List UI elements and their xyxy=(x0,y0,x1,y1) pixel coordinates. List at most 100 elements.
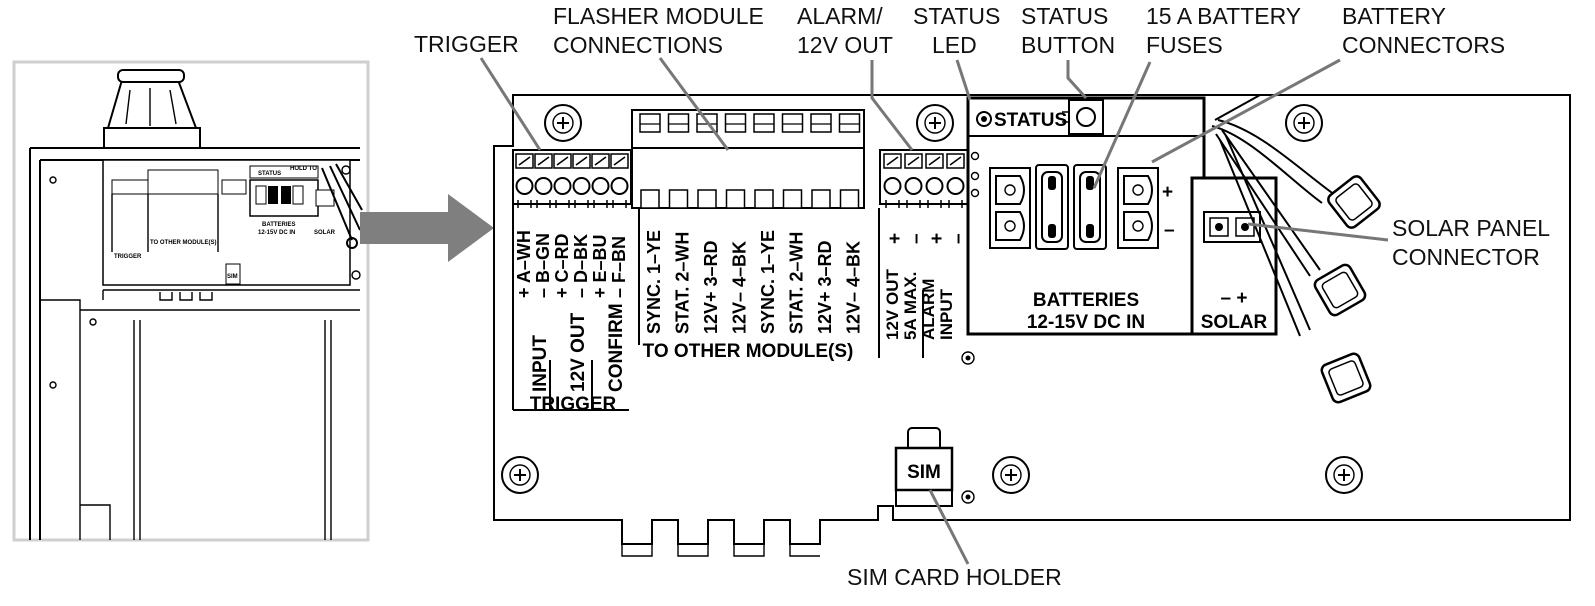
module-terminal-label: 12V– 4–BK xyxy=(844,241,864,334)
trigger-terminal-label: – F–BN xyxy=(609,236,629,298)
alarm-terminal-screw xyxy=(946,153,965,208)
inset-trigger-text: TRIGGER xyxy=(114,254,142,260)
mounting-screw-icon xyxy=(1285,104,1323,142)
alarm-group-label: ALARM xyxy=(919,279,938,340)
trigger-terminal-label: + A–WH xyxy=(514,230,534,298)
sim-label: SIM xyxy=(907,462,941,483)
callout-labels: TRIGGER FLASHER MODULE CONNECTIONS ALARM… xyxy=(414,3,1550,590)
battery-plus-sign: + xyxy=(1162,182,1173,203)
module-terminal-pin xyxy=(667,113,690,209)
module-terminal-label: 12V– 4–BK xyxy=(730,241,750,334)
mounting-screw-icon xyxy=(544,104,582,142)
alarm-terminal-block xyxy=(879,149,969,208)
module-terminal-pin xyxy=(724,113,747,209)
trigger-terminal-label: + C–RD xyxy=(552,233,572,298)
module-terminal-label: SYNC. 1–YE xyxy=(644,230,664,334)
callout-trigger: TRIGGER xyxy=(414,31,519,57)
inset-hold-text: HOLD TO xyxy=(290,166,317,172)
fuse-holder-right xyxy=(1073,164,1107,250)
inset-sim-text: SIM xyxy=(227,274,238,280)
callout-alarm-line1: ALARM/ xyxy=(797,3,883,29)
batteries-label: BATTERIES xyxy=(1033,290,1139,311)
status-button[interactable] xyxy=(1062,99,1104,135)
modules-footer-label: TO OTHER MODULE(S) xyxy=(643,341,854,362)
trigger-terminal-screw xyxy=(610,153,629,208)
alarm-group-label: 12V OUT xyxy=(883,269,902,340)
battery-minus-sign: – xyxy=(1164,220,1175,241)
inset-solar-text: SOLAR xyxy=(314,230,336,236)
mounting-screw-icon xyxy=(992,456,1030,494)
solar-section: – + SOLAR xyxy=(1190,176,1278,336)
trigger-terminal-screw xyxy=(534,153,553,208)
alarm-terminal-screw xyxy=(883,153,902,208)
module-terminal-label: SYNC. 1–YE xyxy=(758,230,778,334)
battery-section: STATUS xyxy=(966,96,1206,336)
battery-cables xyxy=(1211,119,1381,404)
alarm-terminal-polarity: – xyxy=(948,233,969,244)
callout-alarm-line2: 12V OUT xyxy=(797,32,893,58)
inset-batteries-text: BATTERIES xyxy=(262,222,296,228)
module-terminal-label: STAT. 2–WH xyxy=(673,232,693,334)
solar-label: SOLAR xyxy=(1201,312,1268,333)
callout-flasher-line1: FLASHER MODULE xyxy=(553,3,764,29)
inset-modules-text: TO OTHER MODULE(S) xyxy=(150,240,217,246)
flasher-module-connector xyxy=(631,109,865,209)
alarm-terminal-screw xyxy=(904,153,923,208)
callout-leaders xyxy=(479,57,1389,565)
callout-battery-connectors-line2: CONNECTORS xyxy=(1342,32,1505,58)
battery-connector-left xyxy=(989,167,1031,249)
module-terminal-label: 12V+ 3–RD xyxy=(815,240,835,334)
callout-status-led-line2: LED xyxy=(932,32,977,58)
trigger-group-label: INPUT xyxy=(530,335,551,392)
sim-card-holder: SIM xyxy=(894,427,954,507)
callout-status-button-line2: BUTTON xyxy=(1021,32,1115,58)
trigger-terminal-screw xyxy=(553,153,572,208)
callout-flasher-line2: CONNECTIONS xyxy=(553,32,723,58)
cabinet-overview-inset: STATUS HOLD TO BATTERIES 12-15V DC IN SO… xyxy=(12,60,370,542)
module-terminal-pin xyxy=(810,113,832,209)
module-terminal-label: STAT. 2–WH xyxy=(787,232,807,334)
callout-solar-line2: CONNECTOR xyxy=(1392,244,1540,270)
trigger-terminal-screw xyxy=(572,153,591,208)
controller-board: + A–WH– B–GN+ C–RD– D–BK+ E–BU– F–BN INPU… xyxy=(493,94,1571,557)
solar-polarity-label: – + xyxy=(1221,288,1248,309)
trigger-terminal-label: – D–BK xyxy=(571,234,591,298)
alarm-terminal-screw xyxy=(925,153,944,208)
battery-connector-right xyxy=(1117,167,1159,249)
alarm-group-label: 5A MAX. xyxy=(901,272,920,340)
trigger-group-label: 12V OUT xyxy=(568,312,589,392)
solar-panel-connector xyxy=(1203,211,1261,243)
alarm-terminal-polarity: – xyxy=(906,233,927,244)
inset-dc-text: 12-15V DC IN xyxy=(258,230,295,236)
module-terminal-label: 12V+ 3–RD xyxy=(701,240,721,334)
module-terminal-pin xyxy=(639,113,661,209)
batteries-voltage-label: 12-15V DC IN xyxy=(1027,312,1145,333)
alarm-group-label: INPUT xyxy=(937,288,956,340)
module-terminal-pin xyxy=(838,113,861,209)
trigger-terminal-screw xyxy=(591,153,610,208)
trigger-terminal-block xyxy=(512,149,632,208)
callout-status-button-line1: STATUS xyxy=(1021,3,1108,29)
callout-fuses-line1: 15 A BATTERY xyxy=(1146,3,1301,29)
callout-status-led-line1: STATUS xyxy=(913,3,1000,29)
trigger-terminal-label: + E–BU xyxy=(590,234,610,298)
callout-battery-connectors-line1: BATTERY xyxy=(1342,3,1446,29)
callout-fuses-line2: FUSES xyxy=(1146,32,1223,58)
trigger-terminal-screw xyxy=(515,153,534,208)
alarm-terminal-polarity: + xyxy=(885,233,906,244)
direction-arrow-icon xyxy=(360,194,494,262)
fuse-holder-left xyxy=(1035,164,1069,250)
inset-status-text: STATUS xyxy=(258,171,281,177)
mounting-screw-icon xyxy=(1325,456,1363,494)
mounting-screw-icon xyxy=(916,104,954,142)
module-terminal-pin xyxy=(781,113,804,209)
alarm-terminal-polarity: + xyxy=(927,233,948,244)
status-label: STATUS xyxy=(994,110,1067,131)
trigger-group-label: CONFIRM xyxy=(606,303,627,392)
trigger-footer-label: TRIGGER xyxy=(530,394,617,415)
status-led-icon xyxy=(976,111,992,127)
callout-solar-line1: SOLAR PANEL xyxy=(1392,215,1550,241)
trigger-terminal-label: – B–GN xyxy=(533,233,553,298)
callout-sim-holder: SIM CARD HOLDER xyxy=(847,564,1062,590)
